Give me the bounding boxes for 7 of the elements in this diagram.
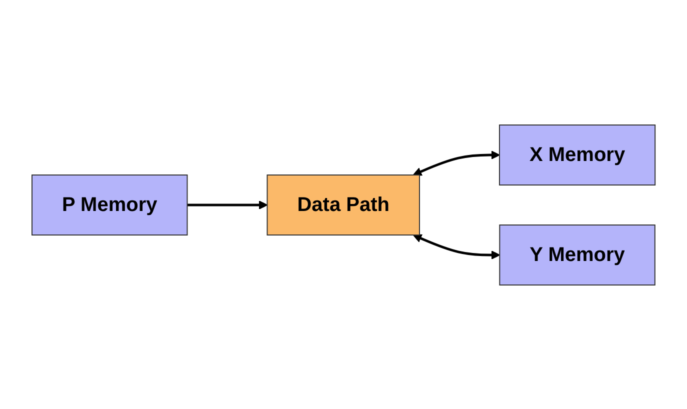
arrow xyxy=(412,234,500,259)
arrow xyxy=(187,200,268,209)
node-box: Data Path xyxy=(266,174,420,235)
node-box: Y Memory xyxy=(499,224,656,285)
node-box: P Memory xyxy=(31,174,188,235)
arrow xyxy=(412,150,500,176)
node-box: X Memory xyxy=(498,124,656,185)
